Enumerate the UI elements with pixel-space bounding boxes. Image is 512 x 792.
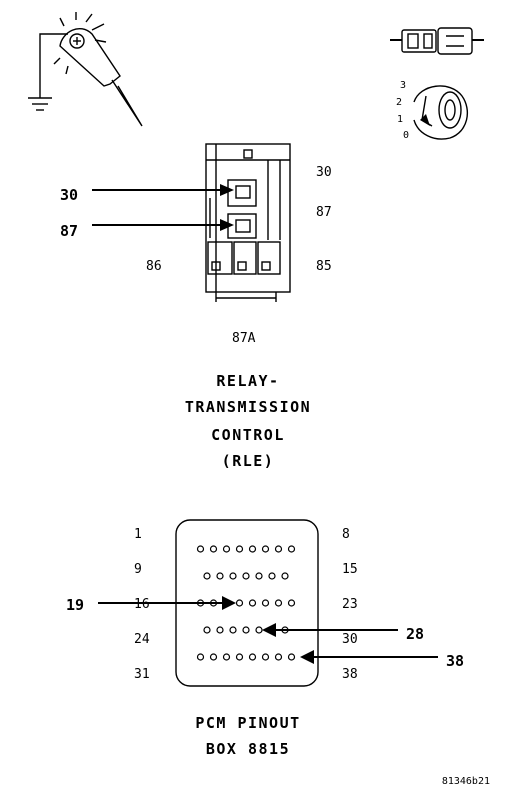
pcm-pin-24	[203, 626, 211, 634]
pcm-pin-32	[209, 653, 218, 661]
pcm-row-label-1: 1	[134, 527, 142, 542]
pcm-pin-25	[216, 626, 224, 634]
pcm-pin-14	[268, 572, 276, 580]
relay-pin-87a-label: 87A	[232, 331, 256, 346]
relay-title-line-1: RELAY-	[216, 372, 279, 390]
relay-pin-85-label: 85	[316, 259, 332, 274]
pcm-pin-21	[261, 599, 270, 607]
pcm-row-label-30: 30	[342, 632, 358, 647]
pcm-pin-36	[261, 653, 270, 661]
pcm-row-label-8: 8	[342, 527, 350, 542]
pcm-row-label-38: 38	[342, 667, 358, 682]
ignition-pos-0: 0	[403, 130, 409, 141]
relay-callout-30: 30	[60, 186, 78, 204]
pcm-pin-37	[274, 653, 283, 661]
relay-pin-30-label: 30	[316, 165, 332, 180]
pcm-arrowhead-28	[262, 623, 276, 637]
ignition-pos-3: 3	[400, 80, 406, 91]
relay-connector	[205, 143, 291, 302]
pcm-pin-3	[222, 545, 231, 553]
pcm-row-label-24: 24	[134, 632, 150, 647]
relay-pin-86-label: 86	[146, 259, 162, 274]
pcm-arrowhead-19	[222, 596, 236, 610]
pcm-pin-23	[287, 599, 296, 607]
pcm-row-label-9: 9	[134, 562, 142, 577]
connector-icon	[390, 27, 484, 55]
relay-title-line-3: CONTROL	[211, 426, 285, 444]
pcm-title-line-2: BOX 8815	[206, 740, 290, 758]
relay-callout-87: 87	[60, 222, 78, 240]
pcm-pin-26	[229, 626, 237, 634]
pcm-title-line-1: PCM PINOUT	[195, 714, 300, 732]
relay-arrowhead-87	[220, 219, 234, 231]
pcm-pin-34	[235, 653, 244, 661]
pcm-pin-20	[248, 599, 257, 607]
pcm-row-label-15: 15	[342, 562, 358, 577]
pcm-pin-19	[235, 599, 244, 607]
pcm-row-label-16: 16	[134, 597, 150, 612]
pcm-pin-31	[196, 653, 205, 661]
relay-arrowhead-30	[220, 184, 234, 196]
pcm-callout-19: 19	[66, 596, 84, 614]
pcm-pin-6	[261, 545, 270, 553]
figure-id: 81346b21	[442, 776, 490, 787]
pcm-callout-38: 38	[446, 652, 464, 670]
pcm-pin-10	[216, 572, 224, 580]
pcm-pin-12	[242, 572, 250, 580]
pcm-pin-1	[196, 545, 205, 553]
pcm-pin-27	[242, 626, 250, 634]
pcm-pin-2	[209, 545, 218, 553]
pcm-pin-7	[274, 545, 283, 553]
pcm-callout-28: 28	[406, 625, 424, 643]
relay-pin-87-label: 87	[316, 205, 332, 220]
test-light-icon	[28, 12, 143, 127]
pcm-pin-35	[248, 653, 257, 661]
ignition-pos-2: 2	[396, 97, 402, 108]
pcm-pin-33	[222, 653, 231, 661]
pcm-pin-4	[235, 545, 244, 553]
pcm-pin-11	[229, 572, 237, 580]
ignition-pos-1: 1	[397, 114, 403, 125]
pcm-pin-28	[255, 626, 263, 634]
pcm-arrowhead-38	[300, 650, 314, 664]
relay-title-line-4: (RLE)	[222, 452, 275, 470]
ignition-key-icon: 3 2 1 0	[396, 80, 469, 141]
pcm-pin-5	[248, 545, 257, 553]
pcm-row-label-31: 31	[134, 667, 150, 682]
pcm-pin-8	[287, 545, 296, 553]
pcm-pin-22	[274, 599, 283, 607]
pcm-row-label-23: 23	[342, 597, 358, 612]
pcm-pin-13	[255, 572, 263, 580]
relay-title-line-2: TRANSMISSION	[185, 398, 311, 416]
pcm-pin-9	[203, 572, 211, 580]
pcm-pin-15	[281, 572, 289, 580]
pcm-pin-38	[287, 653, 296, 661]
